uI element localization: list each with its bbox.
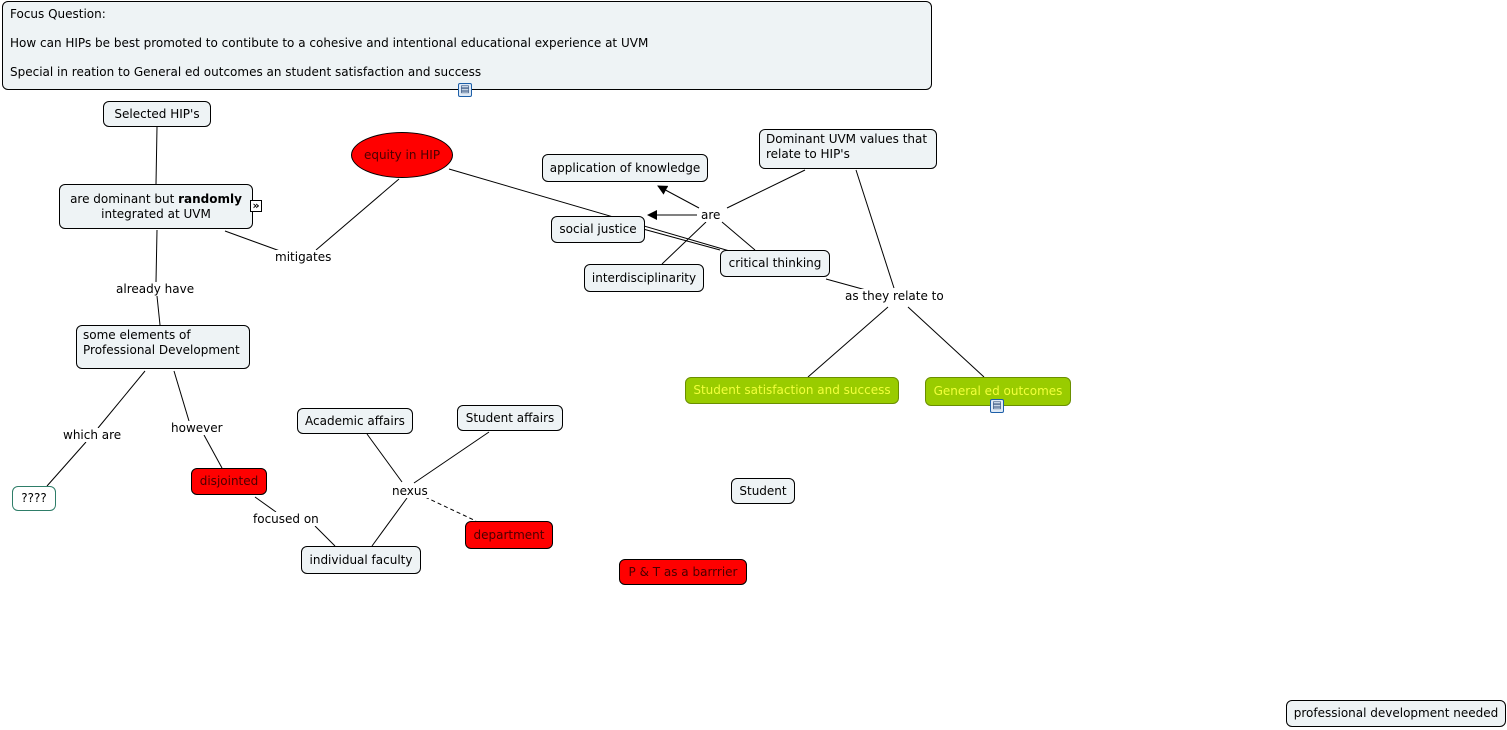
concept-label: Student satisfaction and success: [693, 383, 891, 397]
link-equity-criticalthinking: [448, 168, 734, 253]
link-are-interdisciplinarity: [661, 221, 707, 265]
document-icon[interactable]: ▤: [990, 399, 1004, 413]
concept-label: department: [473, 527, 545, 542]
concept-dominant-uvm-values[interactable]: Dominant UVM values that relate to HIP's: [759, 129, 937, 169]
concept-label: disjointed: [199, 474, 259, 488]
concept-label: application of knowledge: [549, 160, 701, 175]
focus-question-box: Focus Question: How can HIPs be best pro…: [2, 1, 932, 90]
concept-label-line1: Dominant UVM values that: [766, 132, 928, 146]
linking-phrase-as-they-relate-to[interactable]: as they relate to: [843, 289, 946, 303]
concept-student-affairs[interactable]: Student affairs: [457, 405, 563, 431]
link-relate-satisfaction: [807, 306, 889, 378]
concept-label: P & T as a barrrier: [628, 564, 738, 579]
concept-label: Student: [739, 483, 787, 498]
concept-label: Academic affairs: [305, 413, 405, 428]
linking-phrase-are[interactable]: are: [699, 208, 723, 222]
link-profdev-however: [173, 370, 190, 422]
link-studentaffairs-nexus: [413, 431, 490, 484]
link-nexus-faculty: [371, 497, 408, 547]
link-nexus-department: [424, 496, 477, 522]
link-alreadyhave-profdev: [156, 295, 161, 326]
concept-label: Student affairs: [465, 410, 555, 425]
concept-dominant-randomly[interactable]: are dominant but randomly integrated at …: [59, 184, 253, 229]
concept-label: interdisciplinarity: [591, 270, 697, 285]
concept-student-satisfaction[interactable]: Student satisfaction and success: [685, 377, 899, 404]
link-disjointed-focusedon: [254, 496, 277, 513]
link-selected-dominant: [155, 126, 158, 185]
concept-label: social justice: [559, 222, 637, 236]
link-mitigates-equity: [315, 178, 400, 251]
concept-label: Selected HIP's: [114, 106, 200, 121]
concept-academic-affairs[interactable]: Academic affairs: [297, 408, 413, 434]
concept-label-line1: some elements of: [83, 328, 191, 342]
linking-phrase-nexus[interactable]: nexus: [390, 484, 430, 498]
link-are-criticalthinking: [721, 221, 756, 251]
link-profdev-whichare: [97, 370, 146, 429]
concept-student[interactable]: Student: [731, 478, 795, 504]
concept-department[interactable]: department: [465, 521, 553, 549]
concept-label-line2: integrated at UVM: [101, 206, 211, 221]
concept-social-justice[interactable]: social justice: [551, 216, 645, 243]
concept-application-of-knowledge[interactable]: application of knowledge: [542, 154, 708, 182]
link-academic-nexus: [366, 433, 403, 483]
link-uvmvalues-are: [726, 169, 806, 209]
concept-professional-development-needed[interactable]: professional development needed: [1286, 700, 1506, 727]
concept-label-bold: randomly: [178, 191, 242, 206]
concept-label-line2: relate to HIP's: [766, 147, 850, 161]
concept-label-line2: Professional Development: [83, 343, 240, 357]
link-socialjustice-criticalthinking: [642, 228, 721, 251]
document-icon[interactable]: ▤: [458, 83, 472, 97]
focus-question-subtext: Special in reation to General ed outcome…: [10, 65, 482, 79]
concept-pt-barrier[interactable]: P & T as a barrrier: [619, 559, 747, 585]
linking-phrase-already-have[interactable]: already have: [114, 282, 197, 296]
concept-question-marks[interactable]: ????: [12, 486, 56, 511]
linking-phrase-focused-on[interactable]: focused on: [251, 512, 321, 526]
linking-phrase-which-are[interactable]: which are: [61, 428, 124, 442]
link-dominant-mitigates: [224, 230, 281, 252]
concept-label: General ed outcomes: [933, 384, 1063, 398]
concept-label-line1: are dominant but randomly: [70, 192, 242, 207]
expand-icon[interactable]: »: [250, 200, 262, 212]
link-are-application: [657, 185, 700, 209]
concept-label: equity in HIP: [363, 147, 441, 162]
link-whichare-questions: [46, 441, 87, 487]
concept-label-pre: are dominant but: [70, 191, 179, 206]
concept-equity-in-hip[interactable]: equity in HIP: [351, 132, 453, 178]
linking-phrase-mitigates[interactable]: mitigates: [273, 250, 334, 264]
concept-individual-faculty[interactable]: individual faculty: [301, 546, 421, 574]
link-focusedon-faculty: [314, 525, 336, 547]
linking-phrase-however[interactable]: however: [169, 421, 225, 435]
concept-selected-hips[interactable]: Selected HIP's: [103, 101, 211, 127]
link-relate-gened: [907, 306, 985, 378]
link-criticalthinking-relate: [825, 278, 867, 291]
focus-question-heading: Focus Question:: [10, 7, 106, 21]
concept-label: ????: [21, 491, 47, 505]
concept-label: critical thinking: [728, 256, 822, 270]
concept-label: individual faculty: [309, 552, 413, 567]
focus-question-text: How can HIPs be best promoted to contibu…: [10, 36, 649, 50]
link-uvmvalues-relate: [855, 169, 895, 289]
concept-professional-development[interactable]: some elements of Professional Developmen…: [76, 325, 250, 369]
link-however-disjointed: [203, 434, 223, 469]
link-dominant-alreadyhave: [155, 229, 158, 283]
concept-label: professional development needed: [1293, 706, 1499, 720]
concept-disjointed[interactable]: disjointed: [191, 468, 267, 495]
concept-critical-thinking[interactable]: critical thinking: [720, 250, 830, 277]
concept-interdisciplinarity[interactable]: interdisciplinarity: [584, 264, 704, 292]
